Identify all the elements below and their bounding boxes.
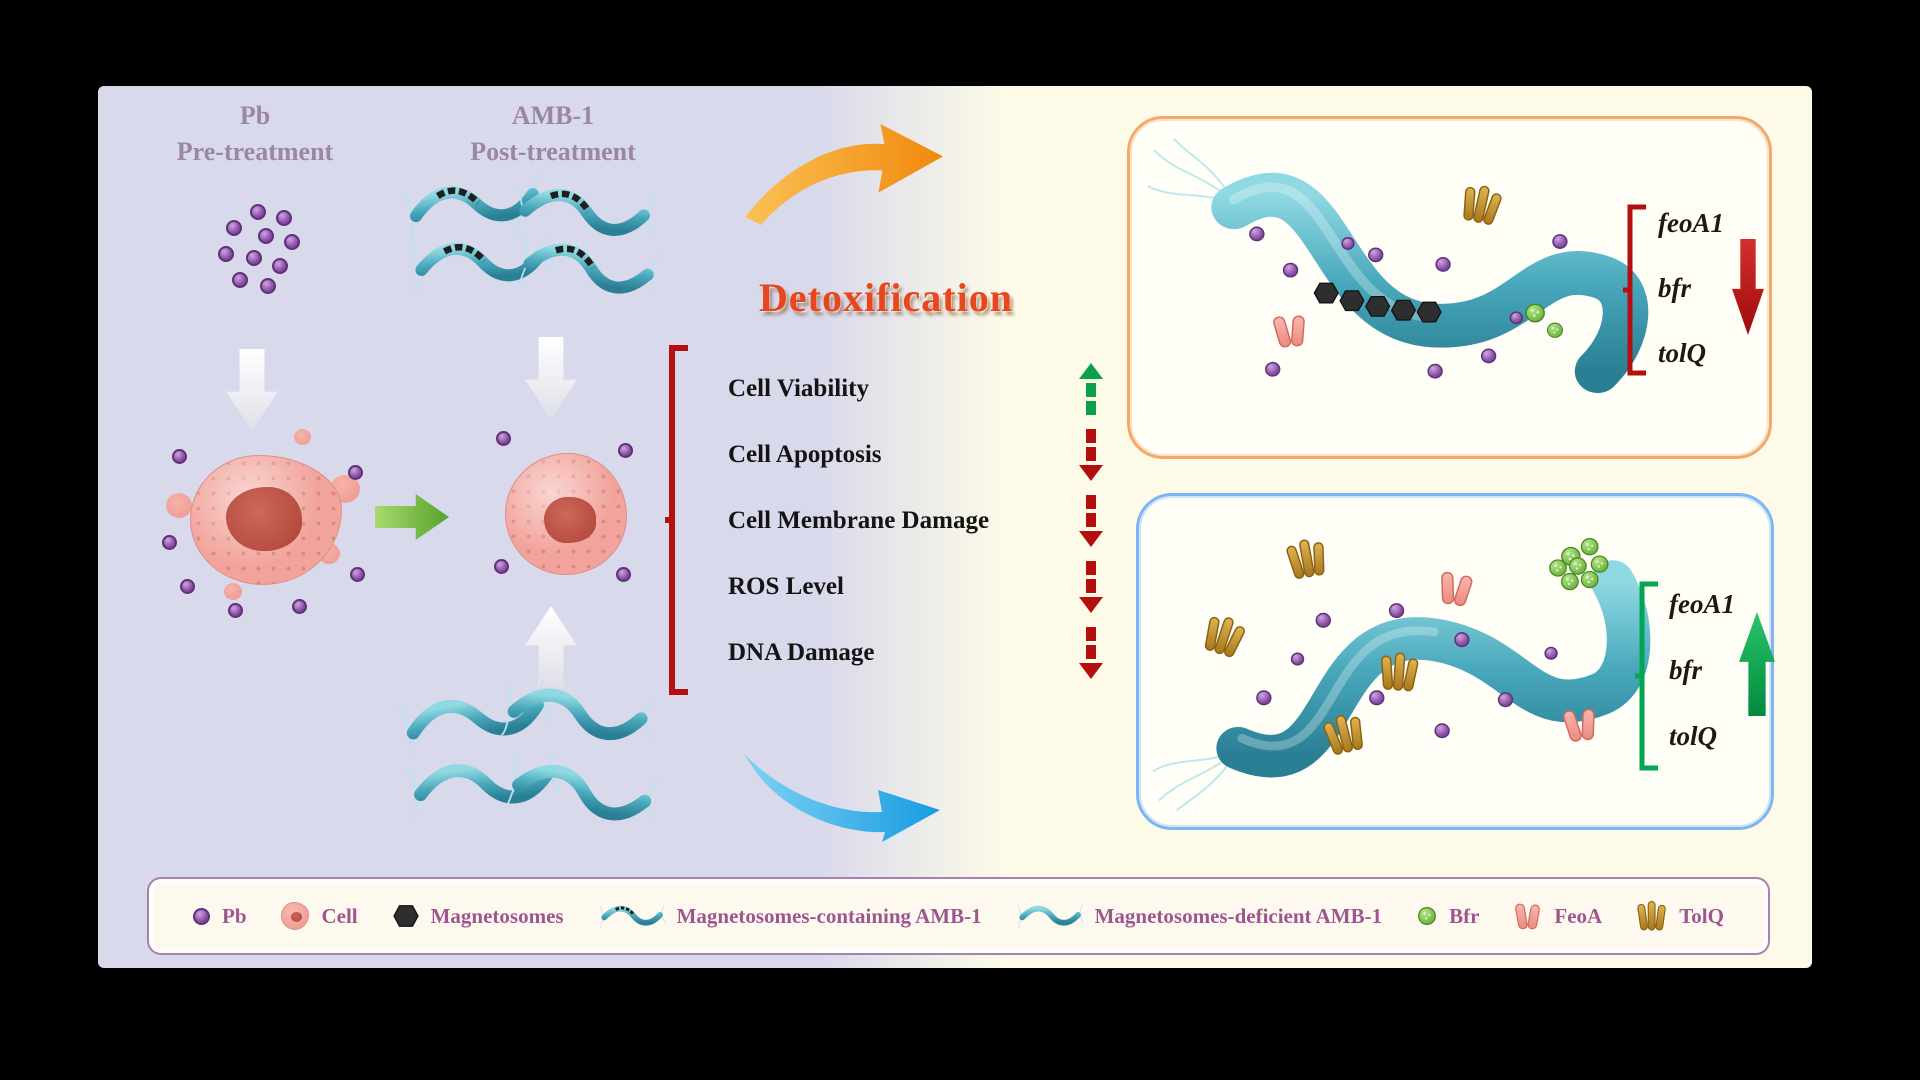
- blue-curved-arrow-icon: [744, 754, 940, 842]
- trend-down-arrow-icon: [1078, 627, 1104, 679]
- trend-up-arrow-icon: [1078, 363, 1104, 415]
- gene-bracket-icon: [1623, 204, 1646, 376]
- bfr-icon: [1525, 303, 1545, 323]
- magnetosome-containing-amb1-group-icon: [404, 178, 664, 308]
- legend-label: Pb: [222, 903, 247, 928]
- right-arrow-icon: [375, 494, 449, 540]
- effect-label: ROS Level: [728, 573, 844, 600]
- legend-label: Bfr: [1449, 903, 1480, 928]
- tolq-icon: [1199, 611, 1249, 661]
- graphical-abstract-panel: Pb Pre-treatment AMB-1 Post-treatment: [98, 86, 1812, 968]
- legend-item-magnetosomes: Magnetosomes: [393, 904, 564, 929]
- bacterium-body-icon: [1211, 172, 1649, 394]
- gene-feoA1: feoA1: [1658, 207, 1724, 238]
- magnetosome-deficient-amb1-group-icon: [400, 686, 670, 851]
- down-arrow-icon: [226, 349, 278, 431]
- legend-bar: Pb Cell Magnetosomes Magnetosomes-contai…: [147, 877, 1770, 955]
- trend-down-arrow-icon: [1078, 561, 1104, 613]
- down-arrow-icon: [525, 337, 577, 419]
- gene-list: feoA1 bfr tolQ: [1669, 584, 1735, 756]
- pb-heading-line1: Pb: [239, 101, 271, 130]
- effect-label: DNA Damage: [728, 639, 875, 666]
- gene-list: feoA1 bfr tolQ: [1658, 203, 1724, 373]
- effect-label: Cell Viability: [728, 375, 869, 402]
- legend-item-cell: Cell: [281, 902, 358, 930]
- pb-heading-line2: Pre-treatment: [176, 137, 334, 166]
- pb-dots-icon: [1256, 603, 1558, 739]
- legend-item-feoa: FeoA: [1514, 901, 1602, 932]
- pb-dot-icon: [193, 907, 210, 925]
- legend-label: Magnetosomes-deficient AMB-1: [1094, 903, 1383, 928]
- pb-pretreatment-heading: Pb Pre-treatment: [140, 98, 370, 170]
- gene-bracket-icon: [1635, 581, 1658, 771]
- amb-heading-line1: AMB-1: [511, 101, 595, 130]
- gene-tolQ: tolQ: [1669, 720, 1718, 751]
- up-arrow-icon: [525, 606, 577, 688]
- feoa-icon: [1271, 312, 1309, 350]
- legend-item-tolq: TolQ: [1637, 900, 1724, 933]
- effect-row: Cell Apoptosis: [728, 429, 1104, 481]
- center-bracket-icon: [665, 345, 688, 695]
- cell-icon: [281, 902, 310, 930]
- damaged-cell-icon: [162, 429, 371, 621]
- amb1-posttreatment-heading: AMB-1 Post-treatment: [438, 98, 668, 170]
- detox-effects-list: Cell Viability Cell Apoptosis Cell Membr…: [728, 363, 1104, 700]
- expression-down-arrow-icon: [1732, 239, 1764, 335]
- magnetosome-hexagon-icon: [393, 904, 419, 928]
- bacterium-body-icon: [1216, 560, 1651, 778]
- expression-up-arrow-icon: [1739, 612, 1775, 716]
- gene-tolQ: tolQ: [1658, 337, 1707, 368]
- legend-item-bfr: Bfr: [1417, 904, 1479, 929]
- bfr-icon: [1417, 906, 1437, 926]
- legend-item-magnetosome-deficient: Magnetosomes-deficient AMB-1: [1017, 903, 1383, 930]
- tolq-icon: [1458, 182, 1505, 227]
- gene-feoA1: feoA1: [1669, 588, 1735, 619]
- trend-down-arrow-icon: [1078, 429, 1104, 481]
- effect-row: Cell Membrane Damage: [728, 495, 1104, 547]
- legend-item-magnetosome-containing: Magnetosomes-containing AMB-1: [599, 903, 982, 930]
- trend-down-arrow-icon: [1078, 495, 1104, 547]
- legend-label: TolQ: [1679, 903, 1724, 928]
- magnetosome-containing-box: feoA1 bfr tolQ: [1127, 116, 1772, 459]
- effect-label: Cell Membrane Damage: [728, 507, 990, 534]
- tolq-icon: [1284, 536, 1330, 581]
- bfr-icon: [1546, 322, 1563, 338]
- magnetosome-deficient-box: feoA1 bfr tolQ: [1136, 493, 1775, 830]
- magnetosome-deficient-bacterium-illustration: [1152, 536, 1651, 811]
- legend-label: FeoA: [1554, 903, 1603, 928]
- legend-label: Cell: [321, 903, 358, 928]
- gene-bfr: bfr: [1669, 654, 1702, 685]
- recovered-cell-icon: [494, 431, 638, 599]
- effect-label: Cell Apoptosis: [728, 441, 882, 468]
- legend-label: Magnetosomes: [430, 903, 564, 928]
- detoxification-title: Detoxification: [759, 275, 1013, 320]
- feoa-icon: [1514, 901, 1542, 932]
- legend-item-pb: Pb: [193, 904, 247, 929]
- magnetosome-deficient-amb1-icon: [1017, 903, 1083, 930]
- orange-curved-arrow-icon: [745, 124, 943, 225]
- feoa-icon: [1436, 570, 1475, 609]
- effect-row: ROS Level: [728, 561, 1104, 613]
- pb-cluster-icon: [216, 204, 316, 309]
- effect-row: Cell Viability: [728, 363, 1104, 415]
- magnetosome-containing-bacterium-illustration: [1147, 137, 1649, 394]
- effect-row: DNA Damage: [728, 627, 1104, 679]
- legend-label: Magnetosomes-containing AMB-1: [676, 903, 982, 928]
- tolq-icon: [1637, 900, 1667, 933]
- pb-dots-icon: [1249, 226, 1568, 379]
- magnetosome-containing-amb1-icon: [599, 903, 665, 930]
- amb-heading-line2: Post-treatment: [470, 137, 636, 166]
- gene-bfr: bfr: [1658, 272, 1691, 303]
